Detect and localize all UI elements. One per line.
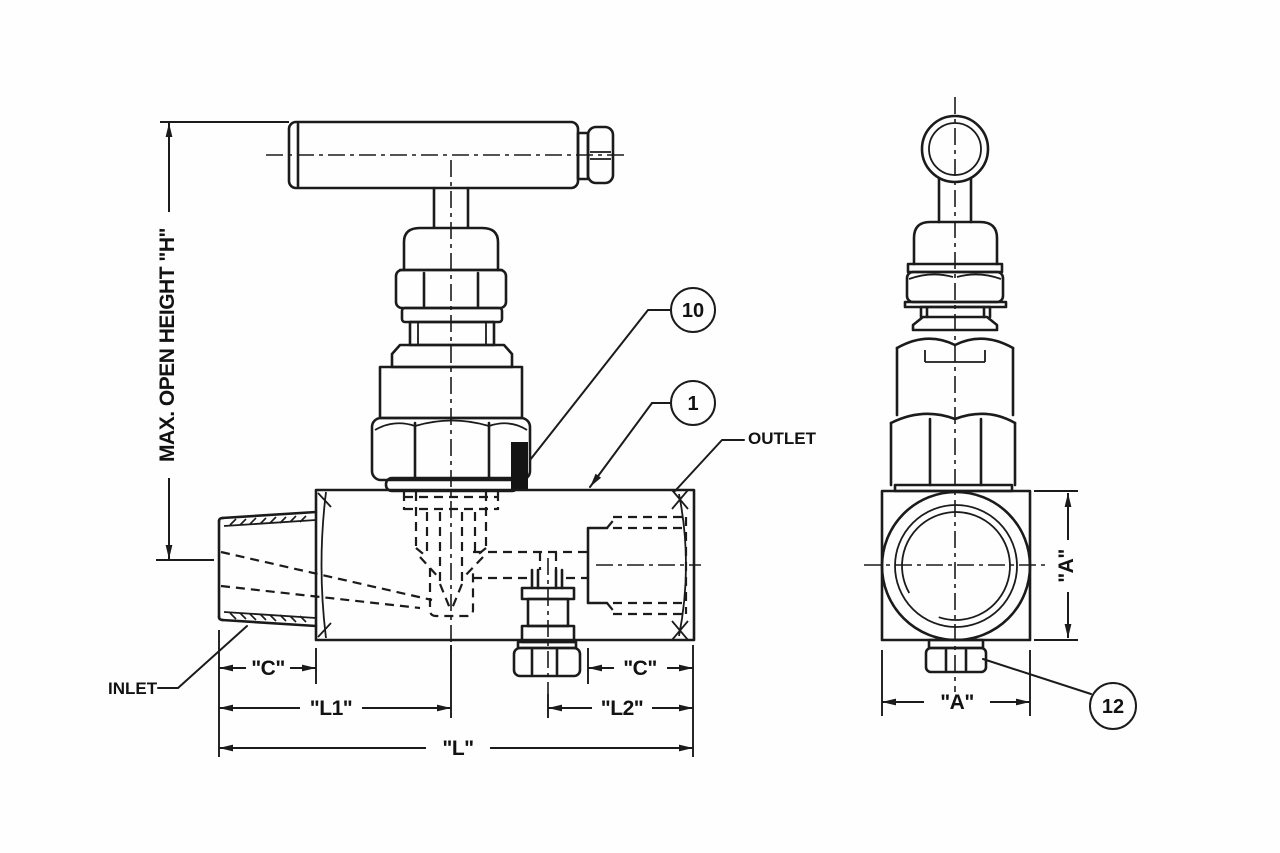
bleed-nut — [512, 646, 582, 678]
outlet-port — [586, 515, 701, 616]
collar-end — [911, 315, 999, 332]
balloon-1: 1 — [589, 380, 716, 488]
dim-l1: "L1" — [219, 697, 451, 720]
dim-c-left-label: "C" — [251, 657, 285, 680]
inlet-thread — [217, 510, 318, 628]
dim-c-right-label: "C" — [623, 657, 657, 680]
dim-a-vertical-label: "A" — [1055, 549, 1078, 583]
balloon-12-circle — [1089, 682, 1137, 730]
bonnet-hex-end — [889, 412, 1017, 493]
neck-end — [919, 305, 992, 319]
dim-a-horizontal: "A" — [881, 650, 1031, 716]
dim-max-open-height: MAX. OPEN HEIGHT "H" — [156, 121, 289, 561]
end-view: "A" "A" 12 — [864, 97, 1137, 730]
dim-l2: "L2" — [548, 697, 693, 720]
handle-end-circle — [920, 114, 990, 184]
internal-passages — [220, 492, 588, 618]
balloon-1-number: 1 — [687, 393, 698, 415]
inlet-label: INLET — [108, 679, 158, 698]
balloon-10-circle — [670, 287, 716, 333]
dim-h-label: MAX. OPEN HEIGHT "H" — [156, 228, 179, 462]
dim-l2-label: "L2" — [601, 697, 643, 720]
bleed-nut-end — [924, 638, 988, 674]
bonnet-hex — [370, 416, 532, 482]
dim-c-left: "C" — [219, 657, 316, 680]
dim-l1-label: "L1" — [310, 697, 352, 720]
packing-dome-end — [912, 220, 999, 266]
bleed-fitting — [512, 558, 582, 694]
locknut — [400, 306, 504, 324]
collar — [390, 343, 514, 369]
balloon-12: 12 — [982, 658, 1137, 730]
seal-mark — [511, 442, 528, 490]
balloon-12-number: 12 — [1102, 696, 1124, 718]
front-view: MAX. OPEN HEIGHT "H" "C" "C" "L1" "L2" — [108, 120, 817, 760]
dim-l: "L" — [219, 737, 693, 760]
balloon-10-number: 10 — [682, 300, 704, 322]
stem-end — [937, 177, 973, 224]
bonnet-upper-end — [895, 337, 1015, 417]
dim-l-label: "L" — [442, 737, 473, 760]
inlet-callout: INLET — [108, 625, 248, 698]
threaded-neck — [408, 320, 496, 347]
balloon-10: 10 — [529, 287, 716, 461]
handle-bar — [266, 120, 628, 190]
dim-c-right: "C" — [588, 657, 693, 680]
outlet-label: OUTLET — [748, 429, 817, 448]
balloon-1-circle — [670, 380, 716, 426]
dim-a-vertical: "A" — [1034, 490, 1078, 641]
dim-a-horizontal-label: "A" — [940, 691, 974, 714]
thread-arc — [901, 511, 1011, 621]
stem — [432, 186, 470, 229]
packing-dome — [402, 226, 500, 272]
outlet-callout: OUTLET — [674, 429, 817, 492]
